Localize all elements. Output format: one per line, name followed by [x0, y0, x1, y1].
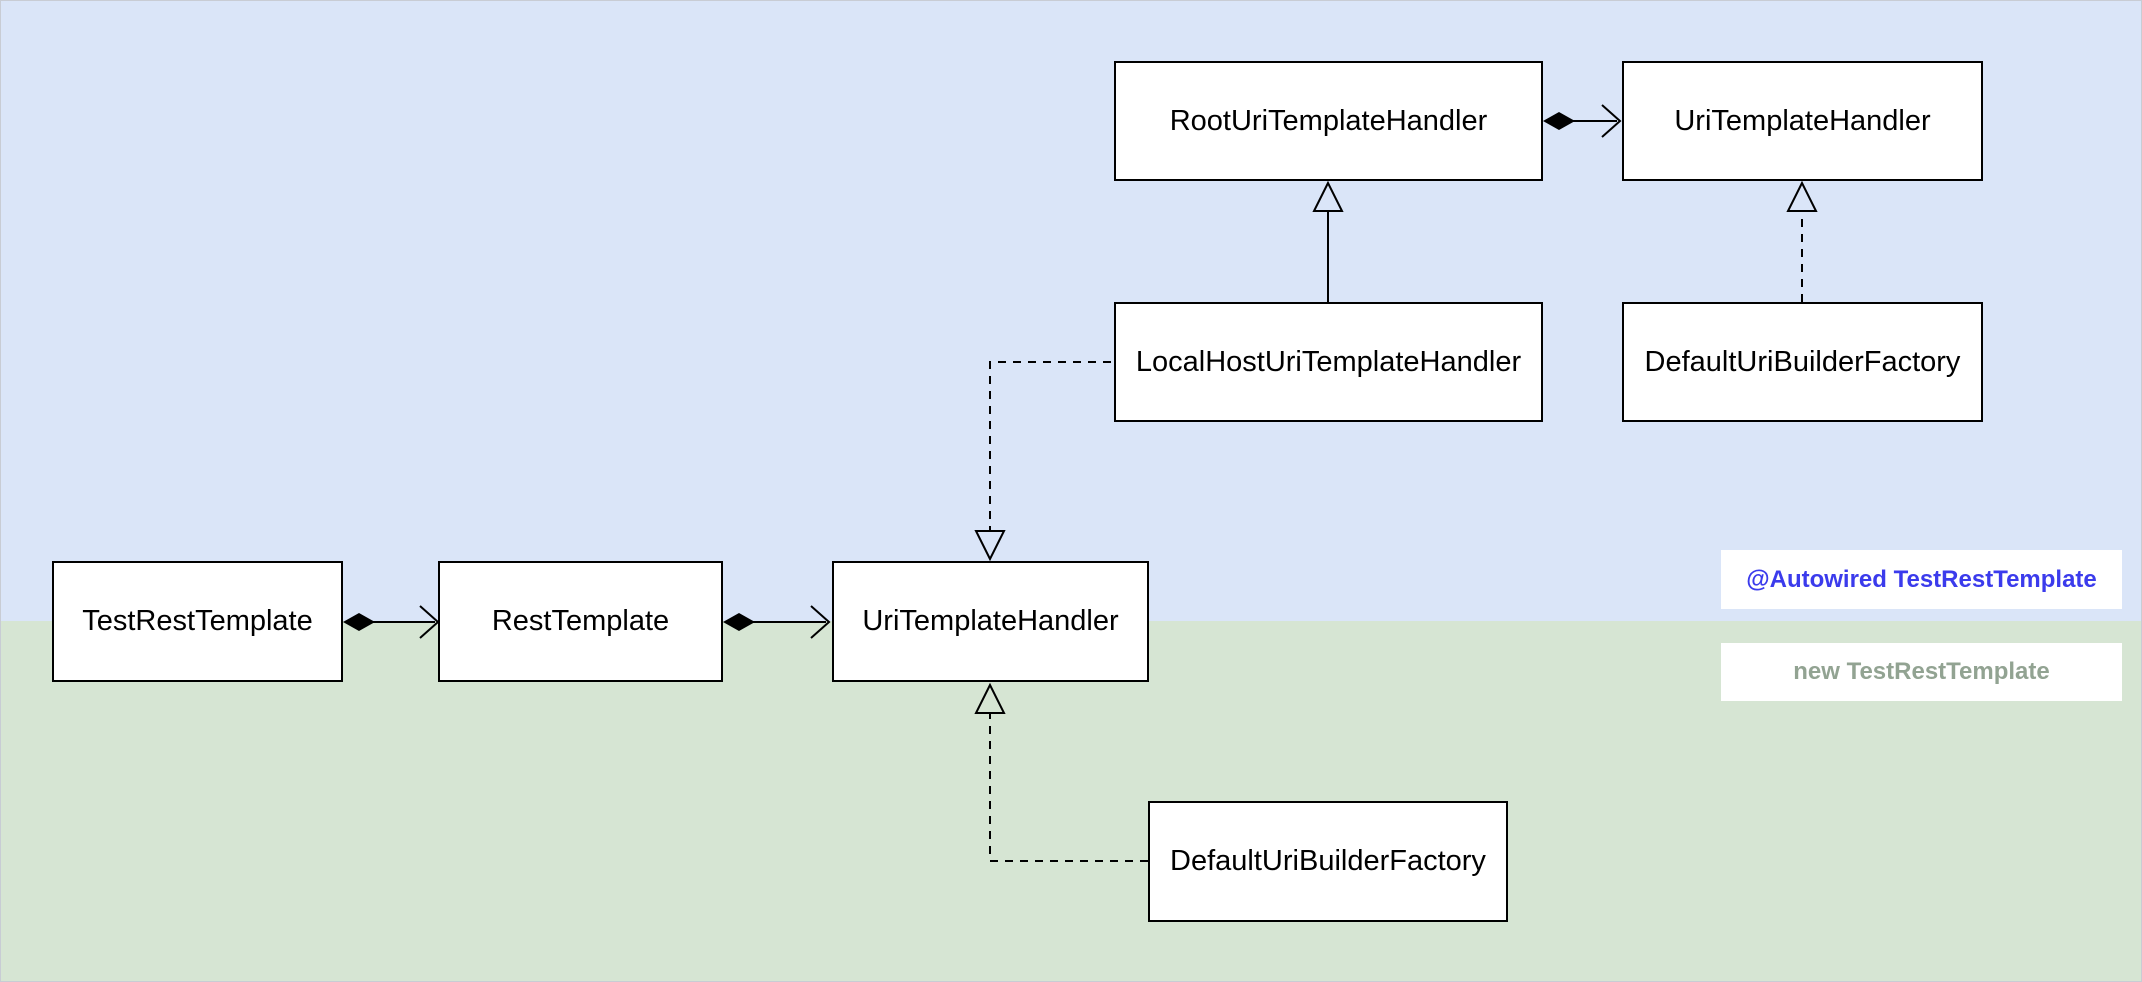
class-label: RestTemplate — [491, 605, 670, 637]
class-label: RootUriTemplateHandler — [1169, 104, 1488, 137]
legend-new-testresttemplate: new TestRestTemplate — [1721, 643, 2122, 701]
class-label: UriTemplateHandler — [1674, 104, 1931, 137]
class-label: TestRestTemplate — [82, 605, 313, 637]
class-box-uritemplatehandler-mid: UriTemplateHandler — [832, 561, 1149, 682]
class-label: DefaultUriBuilderFactory — [1170, 845, 1486, 877]
class-box-uritemplatehandler-top: UriTemplateHandler — [1622, 61, 1983, 181]
legend-label: new TestRestTemplate — [1793, 658, 2050, 685]
legend-label: @Autowired TestRestTemplate — [1746, 565, 2097, 593]
class-box-testresttemplate: TestRestTemplate — [52, 561, 343, 682]
class-box-defaulturibuilderfactory-bottom: DefaultUriBuilderFactory — [1148, 801, 1508, 922]
class-box-rooturitemplatehandler: RootUriTemplateHandler — [1114, 61, 1543, 181]
class-label: DefaultUriBuilderFactory — [1644, 345, 1961, 378]
class-box-localhosturitemplatehandler: LocalHostUriTemplateHandler — [1114, 302, 1543, 422]
class-label: UriTemplateHandler — [862, 605, 1119, 637]
class-box-resttemplate: RestTemplate — [438, 561, 723, 682]
class-label: LocalHostUriTemplateHandler — [1135, 345, 1522, 378]
class-box-defaulturibuilderfactory-top: DefaultUriBuilderFactory — [1622, 302, 1983, 422]
legend-autowired-testresttemplate: @Autowired TestRestTemplate — [1721, 550, 2122, 609]
